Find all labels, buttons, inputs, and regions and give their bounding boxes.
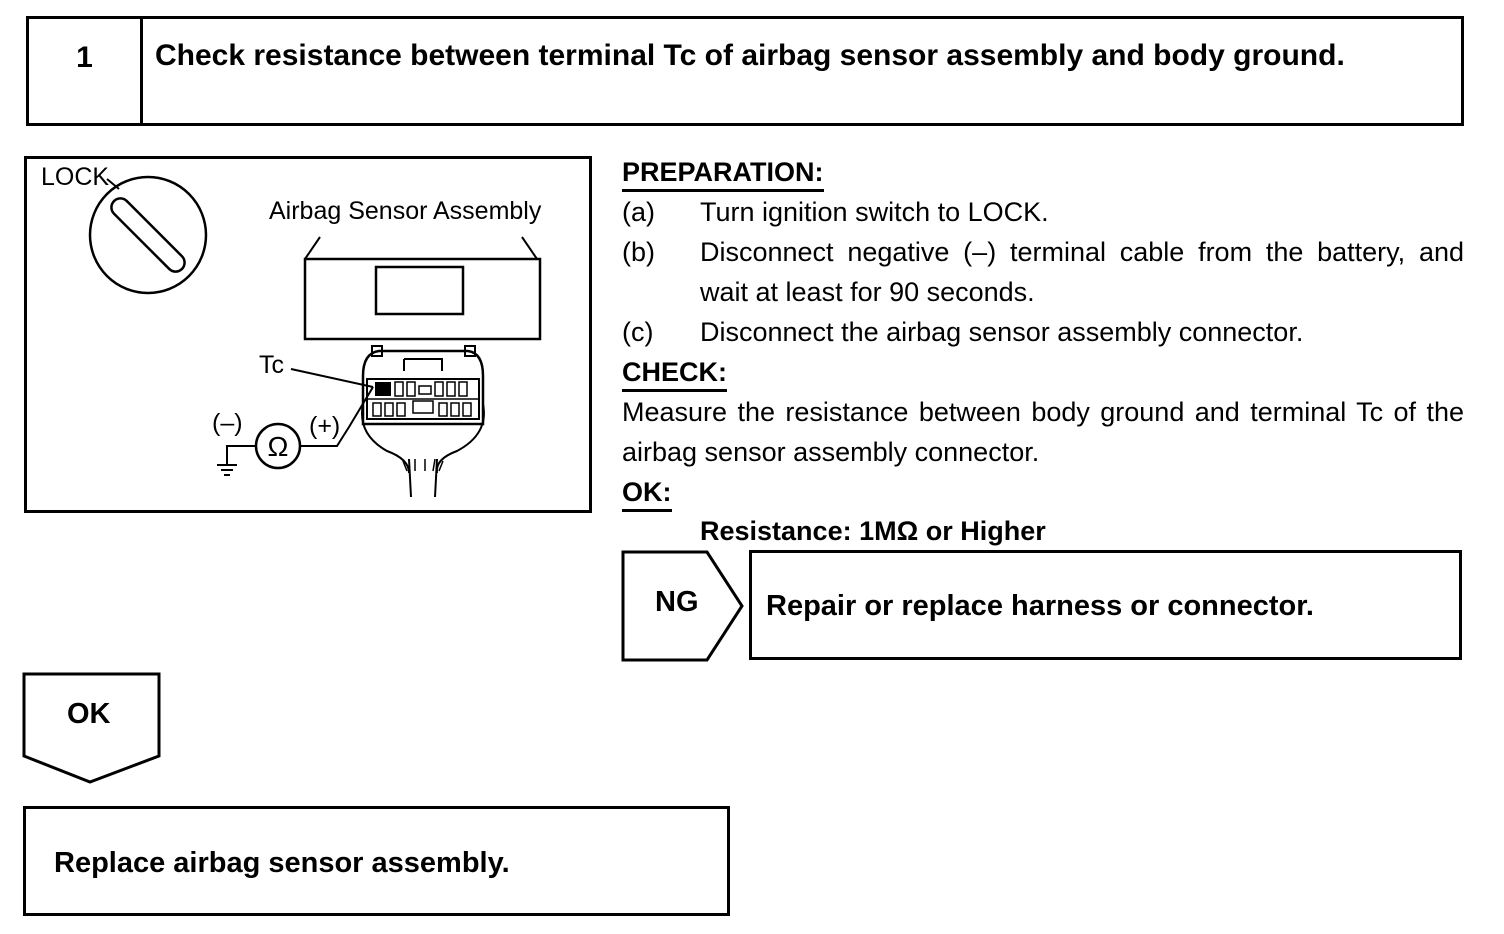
prep-item: (a) Turn ignition switch to LOCK. xyxy=(622,192,1464,232)
ok-arrow-tag xyxy=(22,672,161,784)
prep-item: (b) Disconnect negative (–) terminal cab… xyxy=(622,232,1464,312)
plus-probe-label: (+) xyxy=(309,412,341,440)
prep-letter: (a) xyxy=(622,197,655,227)
assembly-label: Airbag Sensor Assembly xyxy=(269,197,542,225)
ng-result-text: Repair or replace harness or connector. xyxy=(766,590,1314,622)
prep-letter: (c) xyxy=(622,317,654,347)
ok-result-text: Replace airbag sensor assembly. xyxy=(54,847,510,879)
svg-text:Ω: Ω xyxy=(268,431,289,462)
ng-label: NG xyxy=(655,586,699,618)
minus-probe-label: (–) xyxy=(212,409,243,437)
ok-label: OK xyxy=(67,698,111,730)
terminal-label: Tc xyxy=(259,351,284,379)
step-header: 1 Check resistance between terminal Tc o… xyxy=(26,16,1464,126)
connector-diagram: Ω xyxy=(88,175,542,498)
ok-result-box: Replace airbag sensor assembly. xyxy=(23,806,730,916)
wiring-illustration: Ω LOCK Airbag Sensor Assembly Tc (–) (+) xyxy=(24,156,592,513)
step-title: Check resistance between terminal Tc of … xyxy=(155,39,1345,72)
ignition-key-icon xyxy=(88,175,208,295)
prep-letter: (b) xyxy=(622,237,655,267)
check-heading: CHECK: xyxy=(622,355,727,392)
prep-text: Turn ignition switch to LOCK. xyxy=(700,197,1049,227)
ohmmeter-icon: Ω xyxy=(254,422,302,470)
ng-arrow-tag xyxy=(621,550,744,662)
prep-text: Disconnect the airbag sensor assembly co… xyxy=(700,317,1304,347)
ok-heading: OK: xyxy=(622,475,672,512)
ok-spec: Resistance: 1MΩ or Higher xyxy=(700,516,1046,546)
prep-item: (c) Disconnect the airbag sensor assembl… xyxy=(622,312,1464,352)
prep-text: Disconnect negative (–) terminal cable f… xyxy=(700,237,1464,307)
connector xyxy=(361,345,485,498)
body-ground-icon xyxy=(217,464,237,476)
step-number: 1 xyxy=(29,19,143,123)
ng-result-box: Repair or replace harness or connector. xyxy=(749,550,1462,660)
preparation-heading: PREPARATION: xyxy=(622,155,824,192)
check-text: Measure the resistance between body grou… xyxy=(622,397,1464,467)
instructions: PREPARATION: (a) Turn ignition switch to… xyxy=(622,152,1464,548)
lock-label: LOCK xyxy=(41,163,110,191)
airbag-sensor-assembly xyxy=(303,257,542,341)
